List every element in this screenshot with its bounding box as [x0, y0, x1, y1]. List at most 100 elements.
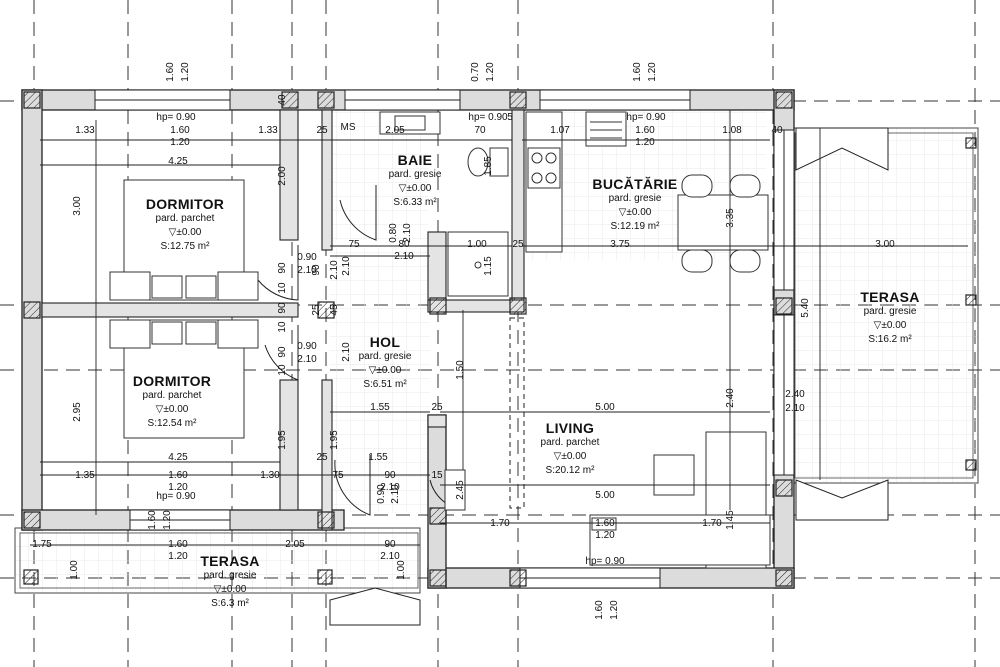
- dimension-label: 5.00: [595, 490, 615, 501]
- room-floor: pard. parchet: [540, 437, 600, 448]
- axis-dimension-label: 1.20: [162, 510, 173, 530]
- axis-dimension-label: 1.20: [485, 62, 496, 82]
- terrace-left-floor: [14, 527, 421, 594]
- dimension-label: 90: [277, 302, 288, 314]
- room-floor: pard. gresie: [388, 169, 442, 180]
- dimension-label: 1.20: [168, 482, 188, 493]
- washing-machine-label: MS: [341, 122, 356, 133]
- dimension-label: 90: [277, 346, 288, 358]
- dimension-label: 1.85: [483, 156, 494, 176]
- room-name: HOL: [369, 334, 401, 350]
- dimension-label: 1.07: [550, 125, 570, 136]
- dimension-label: 25: [316, 452, 328, 463]
- dimension-label: 2.10: [390, 484, 401, 504]
- dimension-label: 1.60: [168, 539, 188, 550]
- room-area: S:20.12 m²: [545, 465, 595, 476]
- room-floor: pard. gresie: [203, 570, 257, 581]
- dimension-label: 2.05: [285, 539, 305, 550]
- dimension-label: 1.95: [329, 430, 340, 450]
- room-level: ±0.00: [376, 365, 402, 376]
- dimension-label: 2.95: [72, 402, 83, 422]
- dimension-label: 1.20: [168, 551, 188, 562]
- dimension-label: 3.00: [72, 196, 83, 216]
- room-level: ±0.00: [561, 451, 587, 462]
- dimension-label: 1.45: [725, 510, 736, 530]
- dimension-label: 75: [332, 470, 344, 481]
- room-label-living: LIVING pard. parchet ▽±0.00 S:20.12 m²: [525, 420, 615, 478]
- room-area: S:12.19 m²: [610, 221, 660, 232]
- dimension-label: 90: [311, 264, 322, 276]
- dimension-label: 2.10: [297, 354, 317, 365]
- room-level: ±0.00: [176, 227, 202, 238]
- room-level: ±0.00: [406, 183, 432, 194]
- room-level: ±0.00: [881, 320, 907, 331]
- sill-height-label: hp= 0.90: [626, 112, 666, 123]
- terrace-steps: [329, 127, 889, 626]
- dimension-label: 1.20: [170, 137, 190, 148]
- room-level: ±0.00: [626, 207, 652, 218]
- axis-dimension-label: 1.60: [594, 600, 605, 620]
- room-floor: pard. gresie: [608, 193, 662, 204]
- dimension-label: 4.25: [168, 452, 188, 463]
- room-name: LIVING: [545, 420, 595, 436]
- room-name: DORMITOR: [132, 373, 212, 389]
- bed-furniture: [109, 179, 259, 439]
- dimension-label: 2.10: [785, 403, 805, 414]
- room-level: ±0.00: [221, 584, 247, 595]
- dimension-label: 2.40: [725, 388, 736, 408]
- dimension-label: 2.10: [394, 251, 414, 262]
- dimension-label: 75: [348, 239, 360, 250]
- dimension-label: 2.10: [329, 260, 340, 280]
- windows: [94, 89, 795, 589]
- sill-height-label: hp= 0.90: [468, 112, 508, 123]
- room-name: BAIE: [397, 152, 433, 168]
- dimension-label: 1.50: [455, 360, 466, 380]
- dimension-label: 2.10: [341, 342, 352, 362]
- dimension-label: 1.33: [258, 125, 278, 136]
- axis-dimension-label: 1.20: [609, 600, 620, 620]
- dimension-label: 80: [398, 239, 410, 250]
- structural-columns: [23, 91, 977, 587]
- dimension-label: 1.60: [170, 125, 190, 136]
- dimension-label: 1.00: [69, 560, 80, 580]
- level-icon: ▽: [873, 320, 882, 331]
- room-area: S:6.51 m²: [363, 379, 407, 390]
- room-area: S:12.75 m²: [160, 241, 210, 252]
- dimension-label: 1.35: [75, 470, 95, 481]
- room-name: BUCĂTĂRIE: [592, 176, 678, 192]
- dimension-label: 1.60: [635, 125, 655, 136]
- dimension-label: 5.00: [595, 402, 615, 413]
- dimension-label: 2.00: [277, 166, 288, 186]
- level-icon: ▽: [368, 365, 377, 376]
- dimension-label: 10: [277, 321, 288, 333]
- axis-dimension-label: 1.60: [147, 510, 158, 530]
- room-area: S:16.2 m²: [868, 334, 912, 345]
- dimension-label: 25: [311, 304, 322, 316]
- interior-walls: [41, 109, 525, 531]
- level-icon: ▽: [213, 584, 222, 595]
- bathroom-fixtures: [379, 111, 509, 297]
- dimension-label: 1.70: [702, 518, 722, 529]
- terrace-right-floor: [789, 127, 979, 484]
- dimension-label: 25: [512, 239, 524, 250]
- room-floor: pard. parchet: [142, 390, 202, 401]
- room-name: TERASA: [200, 553, 260, 569]
- room-floor: pard. parchet: [155, 213, 215, 224]
- sill-height-label: hp= 0.90: [585, 556, 625, 567]
- dimension-label: 0.90: [297, 341, 317, 352]
- dimension-label: 1.55: [368, 452, 388, 463]
- dimension-label: 1.33: [75, 125, 95, 136]
- room-area: S:12.54 m²: [147, 418, 197, 429]
- dimension-label: 4.25: [168, 156, 188, 167]
- dimension-label: 40: [771, 125, 783, 136]
- dimension-label: 3.75: [610, 239, 630, 250]
- dimension-label: 1.60: [595, 518, 615, 529]
- room-label-terasa-right: TERASA pard. gresie ▽±0.00 S:16.2 m²: [840, 289, 940, 347]
- dimension-label: 1.75: [32, 539, 52, 550]
- level-icon: ▽: [155, 404, 164, 415]
- dimension-label: 1.20: [595, 530, 615, 541]
- doors: [257, 185, 525, 516]
- dimension-label: 0.90: [376, 484, 387, 504]
- dimension-label: 90: [384, 539, 396, 550]
- dimension-label: 1.95: [277, 430, 288, 450]
